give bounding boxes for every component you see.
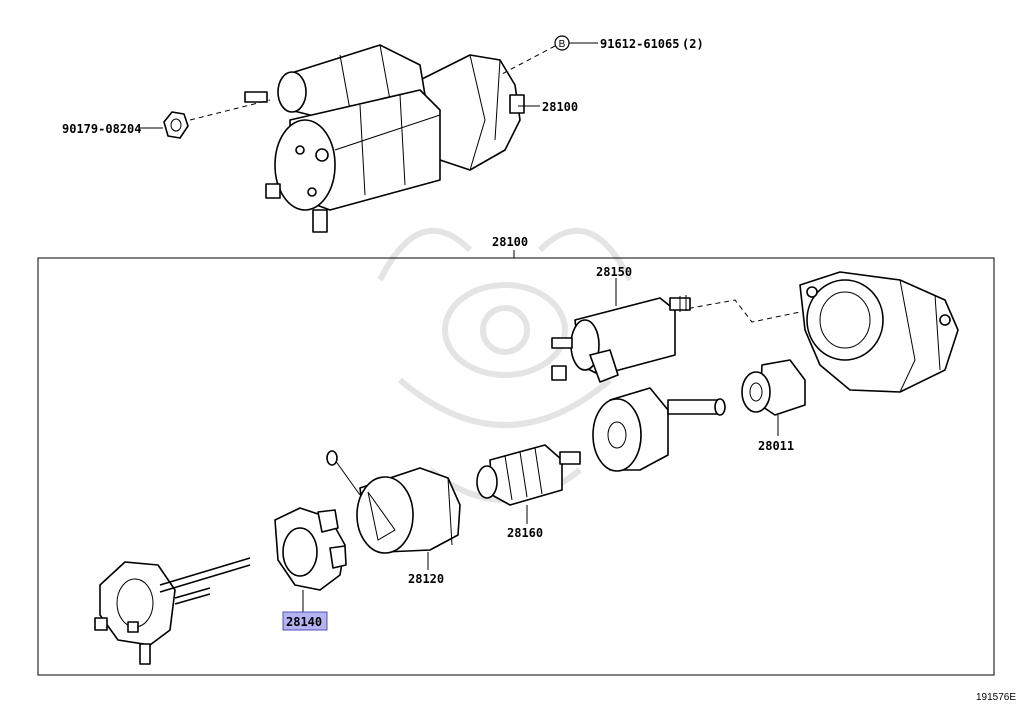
starter-clutch-illustration — [741, 359, 806, 416]
bolt-part-label[interactable]: 91612-61065 — [600, 37, 679, 51]
nut-part-label[interactable]: 90179-08204 — [62, 122, 141, 136]
starter-assy-label-box[interactable]: 28100 — [492, 235, 528, 249]
bolt-qty-label: (2) — [682, 37, 704, 51]
bolt-callout-symbol: B — [554, 35, 570, 51]
armature-illustration — [476, 444, 581, 506]
yoke-illustration — [326, 450, 461, 554]
brush-holder-illustration — [274, 507, 347, 591]
clutch-label[interactable]: 28011 — [758, 439, 794, 453]
end-frame-illustration — [94, 557, 251, 665]
yoke-label[interactable]: 28120 — [408, 572, 444, 586]
drive-housing-illustration — [799, 271, 959, 393]
brush-holder-label[interactable]: 28140 — [286, 615, 322, 629]
starter-assy-label-top[interactable]: 28100 — [542, 100, 578, 114]
solenoid-label[interactable]: 28150 — [596, 265, 632, 279]
diagram-id-label: 191576E — [976, 692, 1016, 703]
solenoid-illustration — [551, 295, 691, 383]
svg-text:B: B — [559, 39, 566, 50]
gear-drum-illustration — [592, 387, 726, 472]
brush-holder-highlight — [282, 611, 328, 631]
exploded-view-frame — [37, 257, 995, 676]
armature-label[interactable]: 28160 — [507, 526, 543, 540]
nut-illustration — [163, 111, 189, 139]
starter-assembly-illustration — [244, 44, 525, 233]
